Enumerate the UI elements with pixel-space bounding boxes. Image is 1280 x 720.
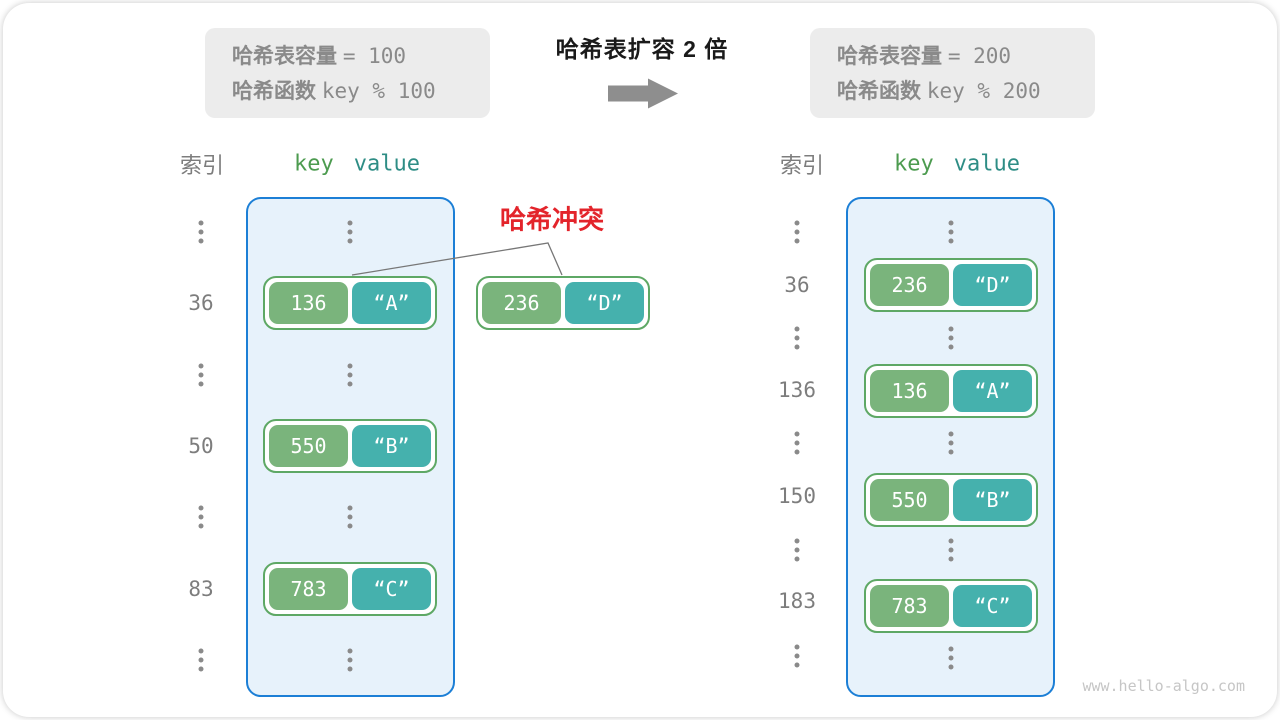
kv-pair: 550 “B” (864, 473, 1038, 527)
kv-pair: 136 “A” (263, 276, 437, 330)
ellipsis-icon (794, 220, 800, 244)
capacity-line: 哈希表容量 = 100 (232, 39, 490, 74)
hash-function-label: 哈希函数 (232, 80, 316, 103)
index-label: 150 (778, 484, 816, 508)
ellipsis-icon (347, 220, 353, 244)
index-label: 136 (778, 378, 816, 402)
hash-function-value: key % 200 (926, 79, 1041, 103)
ellipsis-icon (794, 644, 800, 668)
hash-function-line: 哈希函数 key % 200 (837, 74, 1095, 109)
ellipsis-icon (948, 431, 954, 455)
value-cell: “A” (352, 282, 431, 324)
value-cell: “A” (953, 370, 1032, 412)
collision-label: 哈希冲突 (499, 204, 605, 235)
hash-function-line: 哈希函数 key % 100 (232, 74, 490, 109)
value-cell: “D” (953, 264, 1032, 306)
index-label: 36 (188, 291, 214, 315)
value-cell: “B” (352, 425, 431, 467)
capacity-info-after: 哈希表容量 = 200 哈希函数 key % 200 (810, 28, 1095, 118)
capacity-label: 哈希表容量 (837, 45, 942, 68)
capacity-info-before: 哈希表容量 = 100 哈希函数 key % 100 (205, 28, 490, 118)
key-cell: 236 (482, 282, 561, 324)
hash-function-value: key % 100 (321, 79, 436, 103)
right-arrow-icon (608, 78, 678, 114)
ellipsis-icon (347, 363, 353, 387)
ellipsis-icon (347, 648, 353, 672)
expansion-title: 哈希表扩容 2 倍 (555, 36, 729, 62)
value-header: value (953, 151, 1020, 177)
ellipsis-icon (198, 505, 204, 529)
index-label: 83 (188, 577, 214, 601)
kv-pair: 136 “A” (864, 364, 1038, 418)
capacity-value: = 100 (342, 44, 407, 68)
ellipsis-icon (794, 538, 800, 562)
capacity-value: = 200 (947, 44, 1012, 68)
ellipsis-icon (948, 646, 954, 670)
key-cell: 136 (269, 282, 348, 324)
value-cell: “C” (953, 585, 1032, 627)
index-label: 183 (778, 589, 816, 613)
ellipsis-icon (198, 363, 204, 387)
kv-pair: 236 “D” (864, 258, 1038, 312)
key-cell: 236 (870, 264, 949, 306)
watermark: www.hello-algo.com (1082, 677, 1245, 695)
key-cell: 550 (870, 479, 949, 521)
key-cell: 136 (870, 370, 949, 412)
ellipsis-icon (948, 220, 954, 244)
value-header: value (353, 151, 420, 177)
kv-header-before: key value (294, 152, 420, 177)
capacity-label: 哈希表容量 (232, 45, 337, 68)
key-header: key (894, 151, 934, 177)
key-cell: 783 (269, 568, 348, 610)
ellipsis-icon (198, 220, 204, 244)
ellipsis-icon (948, 538, 954, 562)
kv-pair: 550 “B” (263, 419, 437, 473)
collision-kv-pair: 236 “D” (476, 276, 650, 330)
ellipsis-icon (198, 648, 204, 672)
hash-function-label: 哈希函数 (837, 80, 921, 103)
key-header: key (294, 151, 334, 177)
ellipsis-icon (794, 431, 800, 455)
value-cell: “C” (352, 568, 431, 610)
index-header-after: 索引 (779, 153, 825, 178)
value-cell: “B” (953, 479, 1032, 521)
ellipsis-icon (948, 326, 954, 350)
kv-pair: 783 “C” (864, 579, 1038, 633)
index-label: 36 (784, 273, 810, 297)
capacity-line: 哈希表容量 = 200 (837, 39, 1095, 74)
key-cell: 550 (269, 425, 348, 467)
ellipsis-icon (794, 326, 800, 350)
index-label: 50 (188, 434, 214, 458)
index-header-before: 索引 (179, 153, 225, 178)
kv-pair: 783 “C” (263, 562, 437, 616)
diagram-card (3, 3, 1277, 717)
key-cell: 783 (870, 585, 949, 627)
value-cell: “D” (565, 282, 644, 324)
kv-header-after: key value (894, 152, 1020, 177)
ellipsis-icon (347, 505, 353, 529)
